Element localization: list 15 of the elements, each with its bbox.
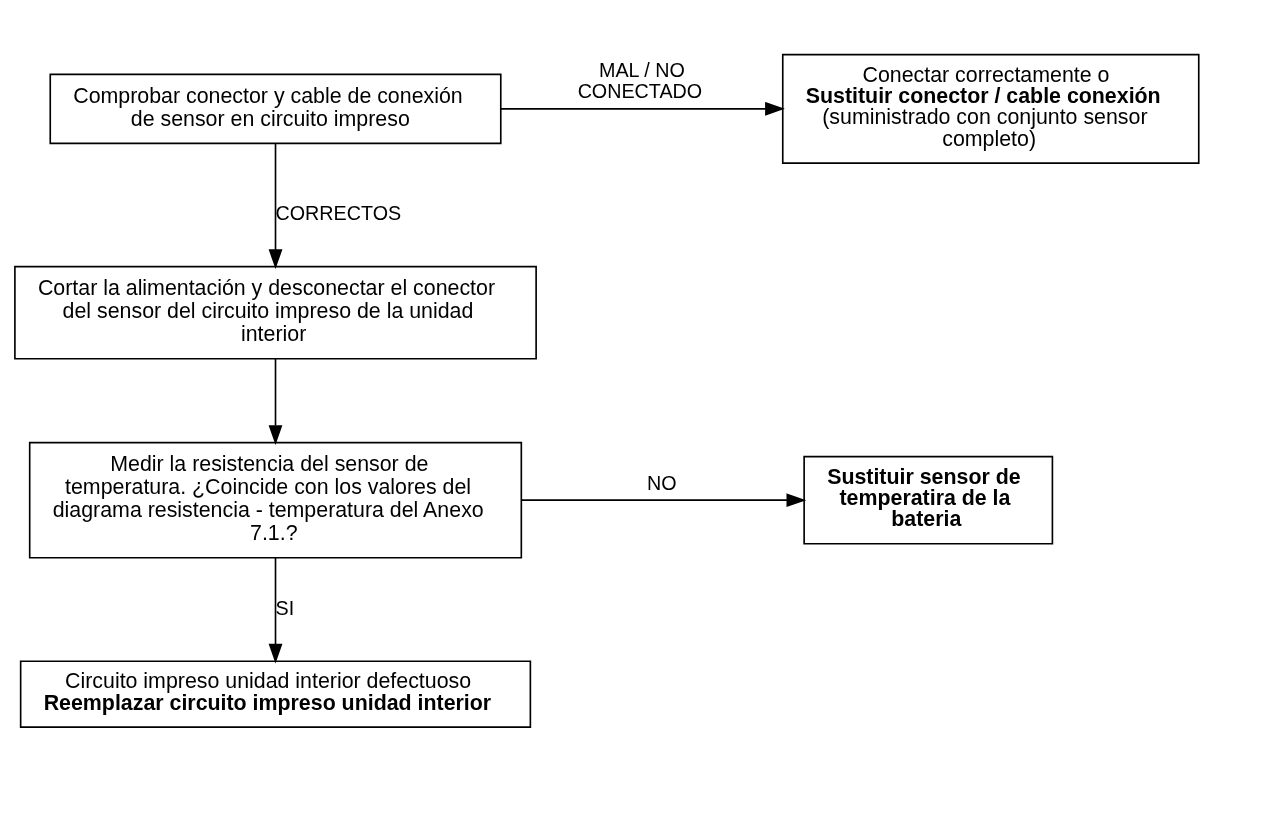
node-box: Comprobar conector y cable de conexión de sensor en circuito impreso — [49, 73, 502, 144]
edge-label: SI — [275, 596, 295, 619]
arrow — [500, 101, 785, 116]
node-box: Medir la resistencia del sensor de temperatura. ¿Coincide con los valores del diagrama resistencia - temperatura del Anexo 7.1.? — [28, 441, 523, 559]
arrow — [268, 556, 283, 664]
edge-label: NO — [647, 471, 677, 494]
edge-label: MAL / NO CONECTADO — [577, 58, 703, 102]
node-box: Sustituir sensor de temperatira de la bateria — [803, 455, 1054, 545]
arrow — [268, 357, 283, 445]
node-box: Cortar la alimentación y desconectar el conector del sensor del circuito impreso de la unidad interior — [14, 265, 537, 360]
arrow — [268, 142, 283, 269]
arrow — [520, 492, 807, 507]
node-box: Circuito impreso unidad interior defectuoso Reemplazar circuito impreso unidad interior — [19, 659, 532, 728]
node-box: Conectar correctamente o Sustituir conector / cable conexión (suministrado con conjunto sensor completo) — [781, 53, 1200, 164]
edge-label: CORRECTOS — [275, 201, 402, 224]
